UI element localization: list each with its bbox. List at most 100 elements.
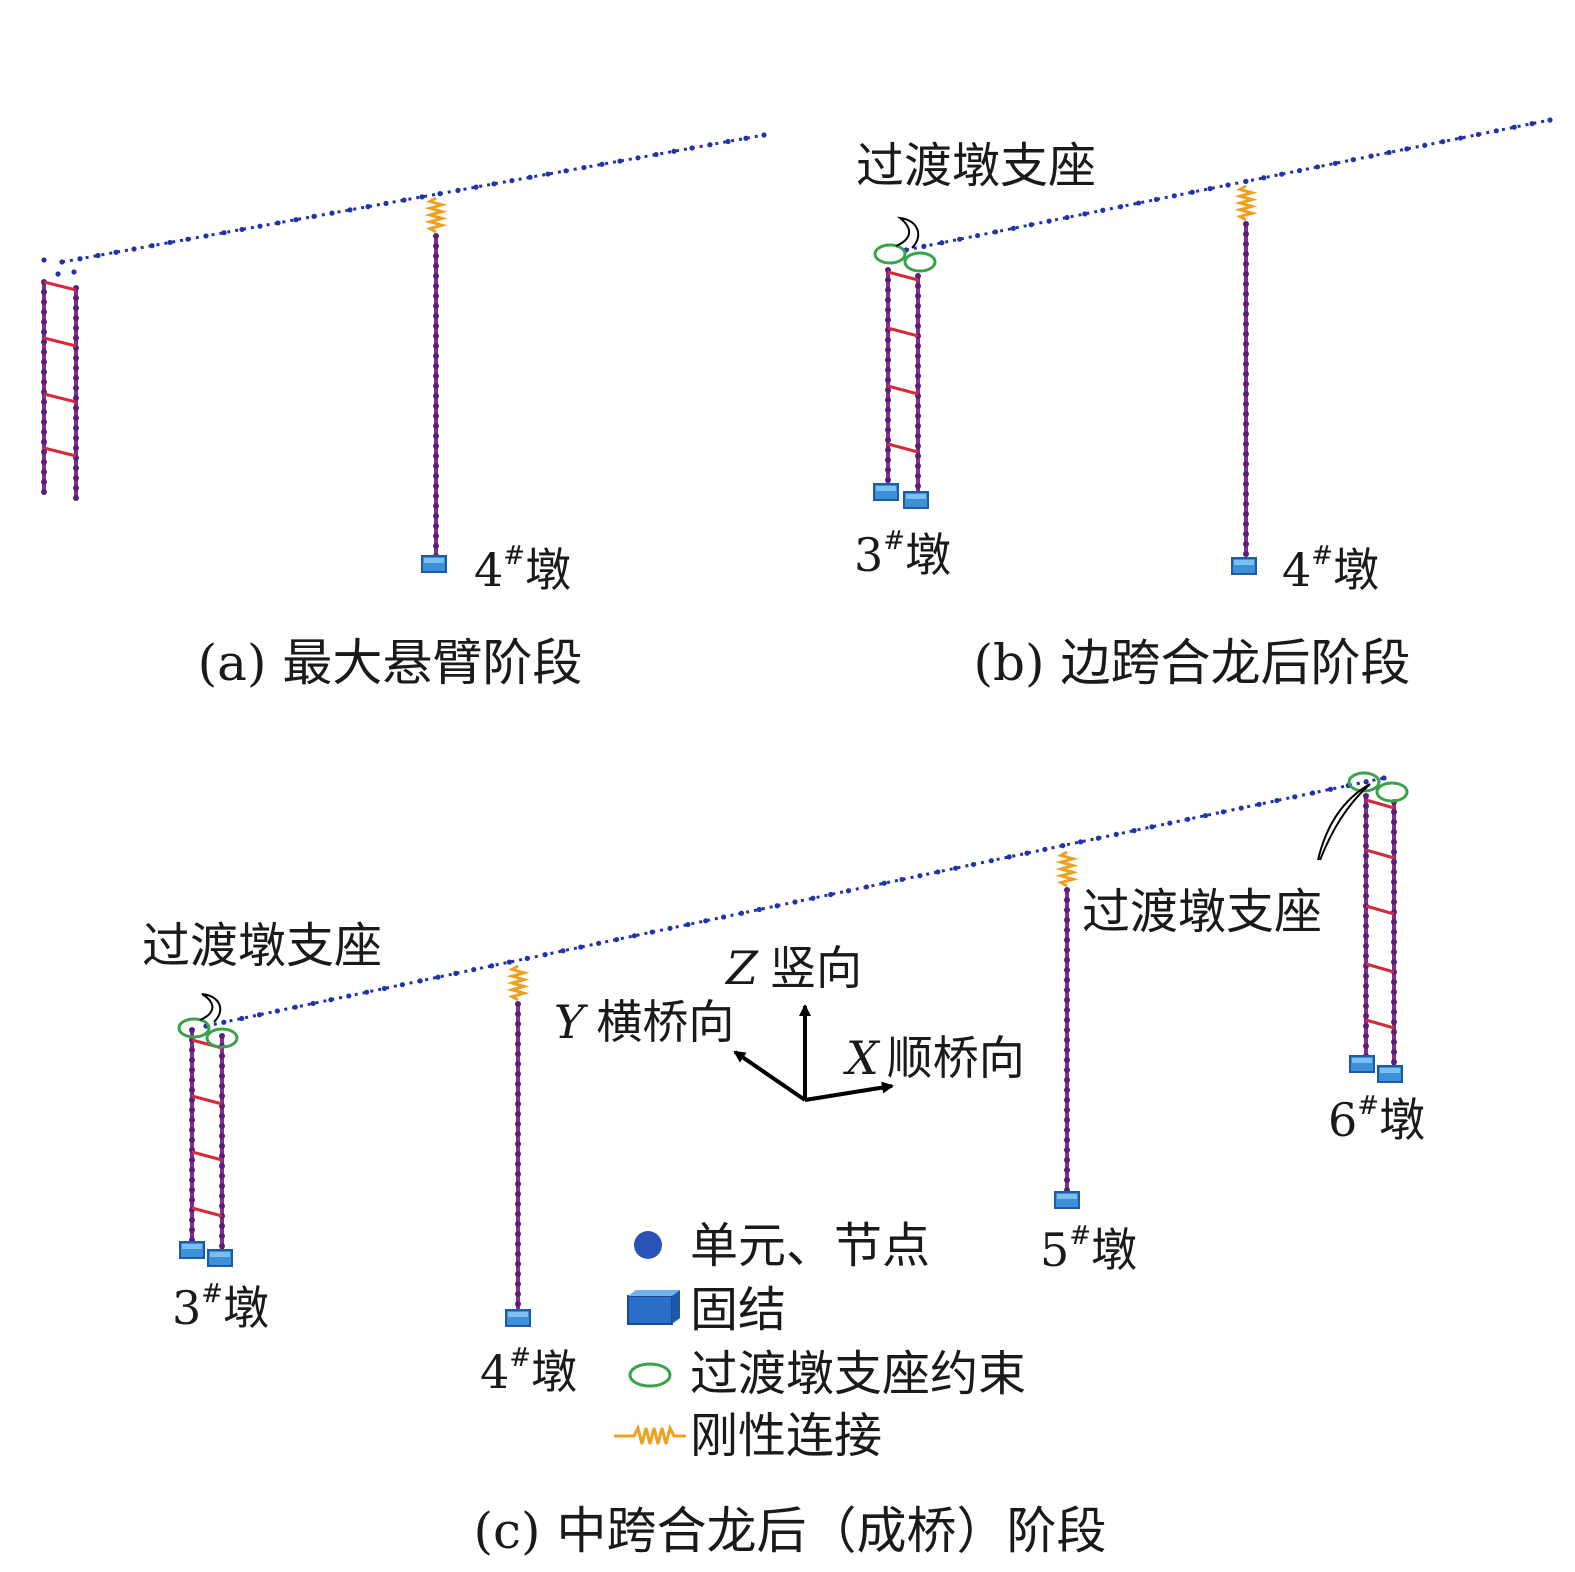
panel-a-pier4-column-node xyxy=(433,463,439,469)
panel-b-pier4-column-node xyxy=(1243,361,1249,367)
panel-c-pier5-column-node xyxy=(1064,1017,1070,1023)
panel-a-deck-node xyxy=(113,249,119,255)
panel-a-pier3-left-column-node xyxy=(41,379,47,385)
panel-c-pier4-column-node xyxy=(515,1001,521,1007)
panel-b-pier4-column-node xyxy=(1243,301,1249,307)
panel-a-pier3-left-column-node xyxy=(41,399,47,405)
panel-c-deck-node xyxy=(256,1012,263,1018)
panel-c-leader-right xyxy=(1317,783,1371,861)
panel-c-pier3-left-column-node xyxy=(189,1227,195,1233)
panel-b-pier3-right-column-node xyxy=(915,323,921,329)
panel-b-pier4-column-node xyxy=(1243,551,1249,557)
panel-c-pier3-right-column-node xyxy=(219,1243,225,1249)
panel-b-deck-node xyxy=(1028,222,1034,228)
panel-b-pier3-left-column-node xyxy=(885,357,891,363)
panel-c-pier5-column-node xyxy=(1064,947,1070,953)
panel-c-pier6-left-column-node xyxy=(1363,833,1369,839)
panel-c-pier5-spring xyxy=(1055,850,1079,888)
panel-c-pier6-right-column-node xyxy=(1391,849,1397,855)
panel-a-pier3-left-column-node xyxy=(41,329,47,335)
panel-b-pier3-brace xyxy=(887,270,919,282)
panel-b-deck-node xyxy=(1350,157,1356,163)
panel-b-pier3-brace xyxy=(887,442,919,454)
panel-c-deck-node xyxy=(524,955,530,961)
panel-a-pier3-right-column-node xyxy=(73,365,79,371)
legend-item-spring: 刚性连接 xyxy=(690,1408,882,1464)
panel-b-deck-node xyxy=(1189,189,1195,195)
panel-b-deck-node xyxy=(1010,225,1016,231)
panel-c-pier6-left-column-node xyxy=(1363,953,1369,959)
panel-a-deck-node xyxy=(653,151,659,158)
panel-b-pier3-support-right-highlight xyxy=(906,494,926,499)
panel-b-pier4-column-node xyxy=(1243,491,1249,497)
panel-c-pier6-left-column-node xyxy=(1363,933,1369,939)
spring-icon xyxy=(614,1423,686,1445)
panel-b-deck-node xyxy=(1082,211,1088,217)
panel-a-deck-node xyxy=(239,226,245,233)
panel-c-deck-node xyxy=(1131,828,1137,834)
panel-c-deck-node xyxy=(828,891,834,898)
panel-c-pier3-right-column-node xyxy=(219,1233,225,1239)
panel-c-pier6-right-column-node xyxy=(1391,809,1397,815)
panel-a-deck-node xyxy=(383,200,389,206)
panel-a-pier3-left-column-node xyxy=(41,489,47,495)
panel-b-deck-node xyxy=(921,243,927,249)
panel-c-deck-node xyxy=(685,921,691,928)
panel-c-pier5-column-node xyxy=(1064,997,1070,1003)
panel-c-pier6-left-column-node xyxy=(1363,1033,1369,1039)
panel-c-pier5-column-node xyxy=(1064,957,1070,963)
panel-b-pier3-left-column-node xyxy=(885,467,891,473)
panel-c-pier3-left-column-node xyxy=(189,1057,195,1063)
panel-a-pier4-column-node xyxy=(433,363,439,369)
panel-c-pier5-label: 5#墩 xyxy=(1040,1221,1137,1277)
panel-c-pier6-right-column-node xyxy=(1391,859,1397,865)
panel-c-deck-node xyxy=(917,873,923,879)
panel-a-deck-node xyxy=(743,135,749,141)
panel-b-pier4-column-node xyxy=(1243,471,1249,477)
panel-b-deck-node xyxy=(1457,135,1464,141)
panel-a-pier4-column-node xyxy=(433,373,439,379)
panel-c-pier6-right-column-node xyxy=(1391,879,1397,885)
panel-b-pier4-column-node xyxy=(1243,351,1249,357)
panel-c-deck-node xyxy=(1381,775,1387,781)
panel-c-pier4-column-node xyxy=(515,1141,521,1147)
panel-a-pier4-column-node xyxy=(433,273,439,279)
panel-c-pier6-right-column-node xyxy=(1391,1039,1397,1045)
panel-c-pier4-column-node xyxy=(515,1271,521,1277)
panel-b-pier4-column-node xyxy=(1243,281,1249,287)
panel-c-pier4-column-node xyxy=(515,1161,521,1167)
panel-c-pier6-left-column-node xyxy=(1363,803,1369,809)
panel-c-deck-node xyxy=(596,940,602,946)
panel-c-deck-node xyxy=(721,914,727,920)
panel-a-deck-node xyxy=(293,217,299,223)
panel-b-deck-node xyxy=(1046,218,1052,224)
panel-b-pier3-left-column-node xyxy=(885,287,891,293)
panel-b-pier3-right-column-node xyxy=(915,433,921,439)
panel-c-pier6-left-column-node xyxy=(1363,843,1369,849)
panel-b-pier3-left-column-node xyxy=(885,337,891,343)
panel-c-deck-node xyxy=(578,944,584,950)
panel-b-deck-node xyxy=(1529,121,1535,127)
panel-c-pier5-column-node xyxy=(1064,1137,1070,1143)
panel-c-deck-node xyxy=(1006,854,1012,860)
panel-c-pier3-left-column-node xyxy=(189,1117,195,1123)
panel-a-pier4-column-node xyxy=(433,343,439,349)
panel-c-pier6-brace xyxy=(1365,798,1395,810)
panel-b-pier4-spring xyxy=(1234,184,1258,222)
fixed-support-icon xyxy=(627,1290,680,1325)
panel-c-pier6-right-column-node xyxy=(1391,819,1397,825)
panel-a-pier4-column-node xyxy=(433,473,439,479)
panel-b-deck-node xyxy=(1100,207,1106,213)
panel-c-pier4-column-node xyxy=(515,1221,521,1227)
panel-a-deck-node xyxy=(617,158,623,164)
panel-a-pier4-column-node xyxy=(433,423,439,429)
panel-c-deck-node xyxy=(613,936,620,943)
panel-c-deck-node xyxy=(703,918,709,924)
panel-a-deck-node xyxy=(221,230,227,236)
panel-c-pier5-column-node xyxy=(1064,1157,1070,1163)
panel-c-pier6-constraint-right xyxy=(1375,781,1409,803)
panel-c-pier3-support-right-highlight xyxy=(210,1252,230,1257)
panel-c-pier4-column-node xyxy=(515,1251,521,1257)
panel-b-pier3-left-column-node xyxy=(885,367,891,373)
